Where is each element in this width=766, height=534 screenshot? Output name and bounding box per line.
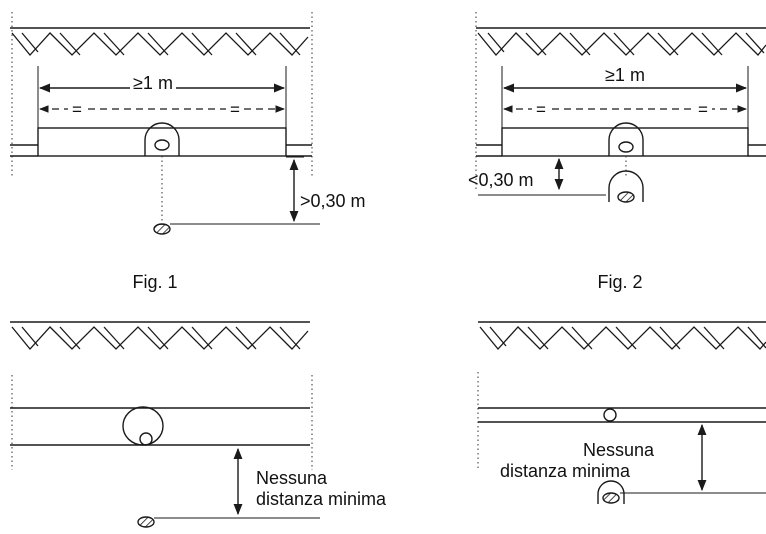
lower-pipe: [617, 191, 635, 203]
figure-3: Nessuna distanza minima: [10, 321, 387, 528]
distance-label: >0,30 m: [300, 191, 366, 211]
lower-pipe: [153, 223, 171, 235]
distance-line-1: Nessuna: [583, 440, 655, 460]
upper-pipe: [144, 122, 180, 156]
equal-right: =: [698, 100, 708, 119]
equal-right: =: [230, 100, 240, 119]
ground-hatch: [10, 27, 310, 56]
ground-hatch: [478, 321, 766, 350]
conduit-section: [501, 127, 749, 157]
width-label: ≥1 m: [605, 65, 645, 85]
upper-pipe: [608, 122, 644, 156]
equal-left: =: [536, 100, 546, 119]
width-label: ≥1 m: [133, 73, 173, 93]
lower-pipe: [137, 516, 155, 528]
figure-1: ≥1 m = = >0,30 m Fig. 1: [10, 12, 366, 292]
figure-caption: Fig. 2: [597, 272, 642, 292]
ground-hatch: [10, 321, 310, 350]
equal-left: =: [72, 100, 82, 119]
upper-pipe: [603, 408, 617, 422]
lower-pipe: [602, 492, 620, 504]
figure-caption: Fig. 1: [132, 272, 177, 292]
distance-line-2: distanza minima: [500, 461, 631, 481]
upper-pipe: [122, 406, 164, 446]
lower-pipe-housing: [608, 170, 644, 202]
figure-4: Nessuna distanza minima: [477, 321, 766, 504]
distance-line-1: Nessuna: [256, 468, 328, 488]
ground-hatch: [476, 27, 766, 56]
conduit-section: [37, 127, 287, 157]
distance-label: <0,30 m: [468, 170, 534, 190]
distance-line-2: distanza minima: [256, 489, 387, 509]
figure-2: ≥1 m = = <0,30 m Fig. 2: [468, 12, 766, 292]
lower-pipe-housing: [597, 480, 625, 504]
